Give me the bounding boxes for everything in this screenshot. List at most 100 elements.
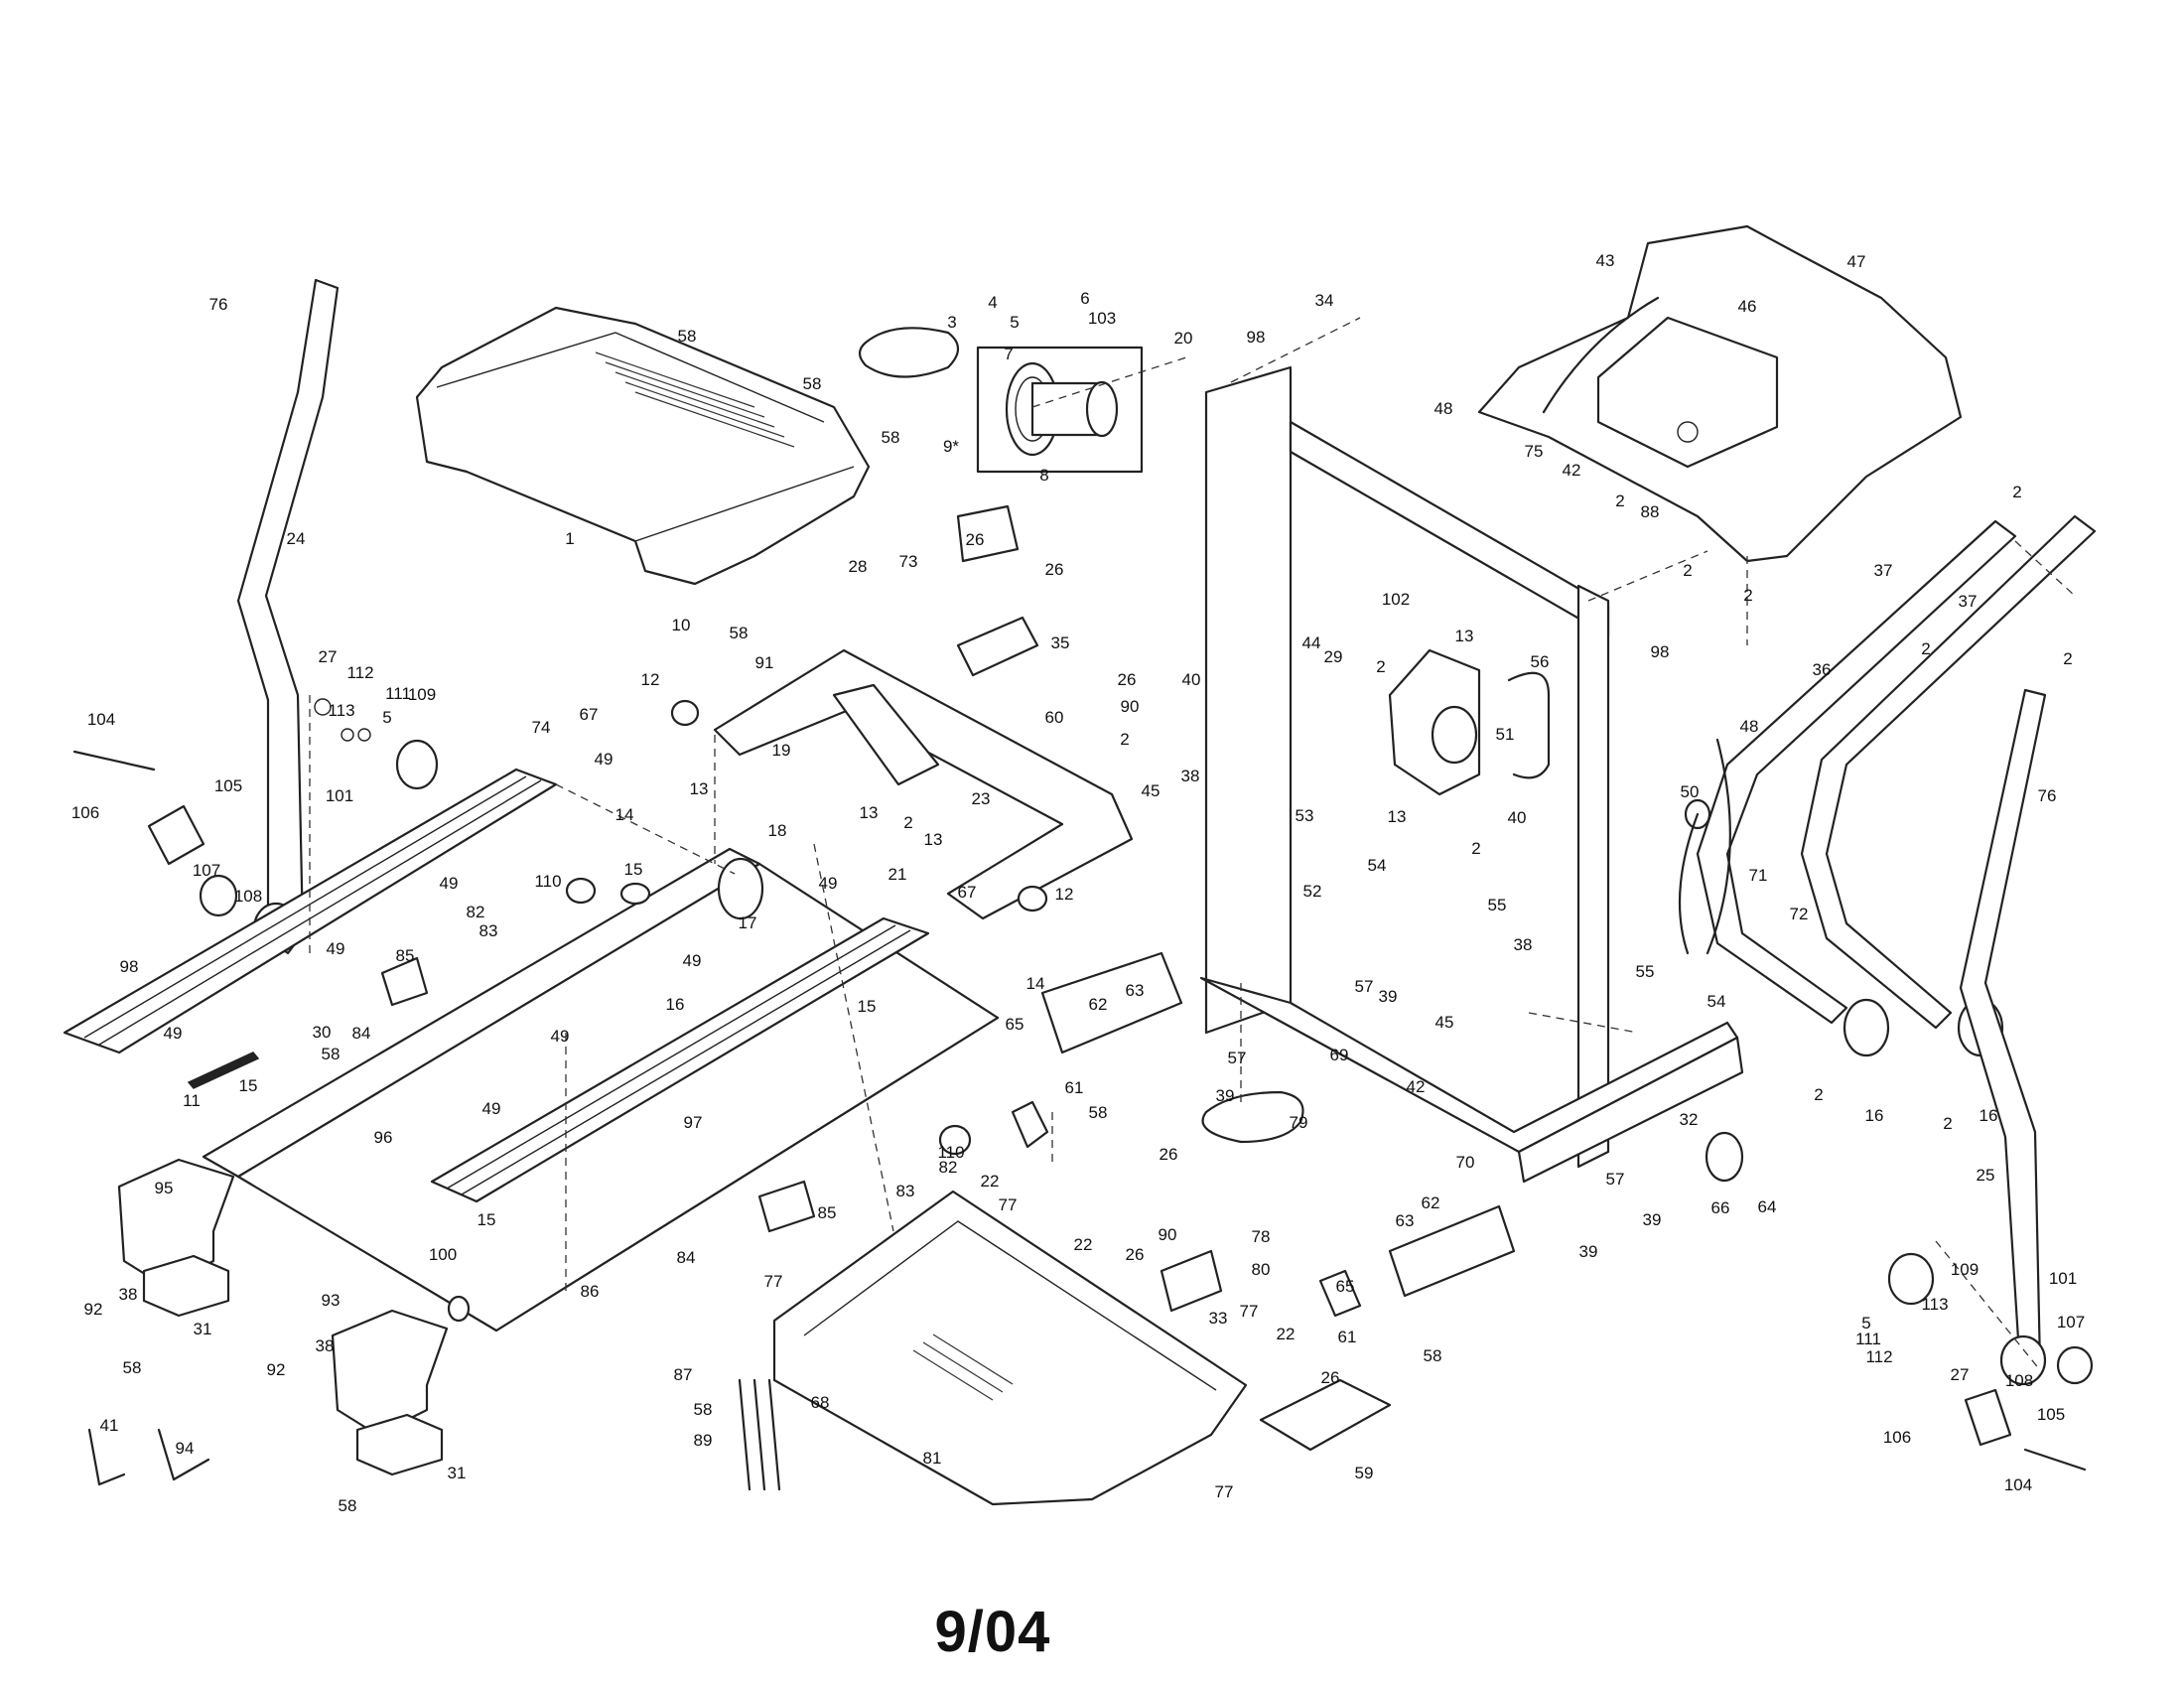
part-label: 57 bbox=[1228, 1049, 1247, 1067]
part-label: 24 bbox=[287, 529, 306, 548]
part-label: 13 bbox=[690, 779, 709, 798]
incline-motor-part bbox=[1388, 648, 1551, 796]
part-label: 98 bbox=[1651, 642, 1670, 661]
part-label: 27 bbox=[319, 647, 338, 666]
part-label: 63 bbox=[1126, 981, 1145, 1000]
part-label: 42 bbox=[1407, 1077, 1426, 1096]
part-label: 19 bbox=[772, 741, 791, 760]
part-label: 112 bbox=[1865, 1347, 1892, 1366]
part-label: 61 bbox=[1338, 1328, 1357, 1346]
motor-hood-part bbox=[415, 306, 871, 586]
part-label: 49 bbox=[595, 750, 614, 769]
part-label: 77 bbox=[999, 1195, 1018, 1214]
part-label: 57 bbox=[1355, 977, 1374, 996]
part-label: 84 bbox=[677, 1248, 696, 1267]
part-label: 23 bbox=[972, 789, 991, 808]
part-label: 38 bbox=[1514, 935, 1533, 954]
right-side-rail-part bbox=[430, 916, 930, 1203]
power-cord-part bbox=[1201, 1090, 1304, 1144]
part-label: 47 bbox=[1847, 252, 1866, 271]
part-label: 58 bbox=[339, 1496, 357, 1515]
part-label: 97 bbox=[684, 1113, 703, 1132]
part-label: 104 bbox=[2004, 1475, 2032, 1494]
part-label: 77 bbox=[764, 1272, 783, 1291]
rear-foot-parts bbox=[117, 1158, 449, 1476]
right-upright-part bbox=[1887, 688, 2094, 1472]
part-label: 58 bbox=[1089, 1103, 1108, 1122]
assembly-dashed-lines bbox=[309, 317, 2076, 1371]
part-label: 27 bbox=[1951, 1365, 1970, 1384]
part-label: 76 bbox=[209, 295, 228, 314]
part-label: 110 bbox=[534, 872, 561, 891]
part-label: 17 bbox=[739, 913, 757, 932]
part-label: 15 bbox=[478, 1210, 496, 1229]
part-label: 39 bbox=[1579, 1242, 1598, 1261]
part-label: 26 bbox=[1160, 1145, 1178, 1164]
console-part bbox=[1477, 224, 1963, 563]
part-label: 107 bbox=[2057, 1313, 2085, 1332]
part-label: 26 bbox=[1126, 1245, 1145, 1264]
part-label: 70 bbox=[1456, 1153, 1475, 1172]
part-label: 55 bbox=[1636, 962, 1655, 981]
part-label: 62 bbox=[1089, 995, 1108, 1014]
part-label: 104 bbox=[87, 710, 115, 729]
part-label: 12 bbox=[641, 670, 660, 689]
part-label: 39 bbox=[1216, 1086, 1235, 1105]
part-label: 8 bbox=[1039, 466, 1048, 485]
part-label: 92 bbox=[84, 1300, 103, 1319]
part-label: 101 bbox=[2049, 1269, 2077, 1288]
part-label: 58 bbox=[803, 374, 822, 393]
part-label: 79 bbox=[1290, 1113, 1308, 1132]
part-label: 101 bbox=[326, 786, 353, 805]
part-label: 49 bbox=[683, 951, 702, 970]
part-label: 111 bbox=[385, 684, 411, 703]
part-label: 89 bbox=[694, 1431, 713, 1450]
part-label: 98 bbox=[120, 957, 139, 976]
part-label: 37 bbox=[1874, 561, 1893, 580]
part-label: 30 bbox=[313, 1023, 332, 1042]
part-label: 5 bbox=[1010, 313, 1019, 332]
part-label: 2 bbox=[2012, 483, 2021, 501]
part-label: 83 bbox=[479, 921, 498, 940]
part-label: 33 bbox=[1209, 1309, 1228, 1328]
part-label: 85 bbox=[818, 1203, 837, 1222]
part-label: 59 bbox=[1355, 1464, 1374, 1482]
part-label: 14 bbox=[615, 805, 634, 824]
part-label: 90 bbox=[1159, 1225, 1177, 1244]
part-label: 54 bbox=[1368, 856, 1387, 875]
part-label: 96 bbox=[374, 1128, 393, 1147]
part-label: 105 bbox=[214, 776, 242, 795]
part-label: 15 bbox=[624, 860, 643, 879]
part-label: 54 bbox=[1707, 992, 1726, 1011]
part-label: 2 bbox=[903, 813, 912, 832]
part-label: 94 bbox=[176, 1439, 195, 1458]
part-label: 67 bbox=[580, 705, 599, 724]
part-label: 40 bbox=[1182, 670, 1201, 689]
part-label: 108 bbox=[234, 887, 262, 906]
part-label: 13 bbox=[860, 803, 879, 822]
part-label: 112 bbox=[346, 663, 373, 682]
part-label: 108 bbox=[2005, 1371, 2033, 1390]
misc-small-parts bbox=[87, 699, 1731, 1491]
part-label: 39 bbox=[1379, 987, 1398, 1006]
part-label: 50 bbox=[1681, 782, 1700, 801]
part-label: 60 bbox=[1045, 708, 1064, 727]
part-label: 58 bbox=[694, 1400, 713, 1419]
part-label: 45 bbox=[1142, 781, 1160, 800]
part-label: 11 bbox=[183, 1091, 201, 1110]
part-label: 26 bbox=[1045, 560, 1064, 579]
part-label: 2 bbox=[1743, 586, 1752, 605]
part-label: 113 bbox=[1921, 1295, 1948, 1314]
part-label: 55 bbox=[1488, 896, 1507, 914]
part-label: 49 bbox=[440, 874, 459, 893]
part-label: 63 bbox=[1396, 1211, 1415, 1230]
part-label: 56 bbox=[1531, 652, 1550, 671]
handrails-part bbox=[1696, 514, 2097, 1057]
part-label: 91 bbox=[755, 653, 774, 672]
part-label: 49 bbox=[819, 874, 838, 893]
part-label: 53 bbox=[1296, 806, 1314, 825]
part-label: 16 bbox=[1979, 1106, 1998, 1125]
part-label: 80 bbox=[1252, 1260, 1271, 1279]
part-label: 100 bbox=[429, 1245, 457, 1264]
